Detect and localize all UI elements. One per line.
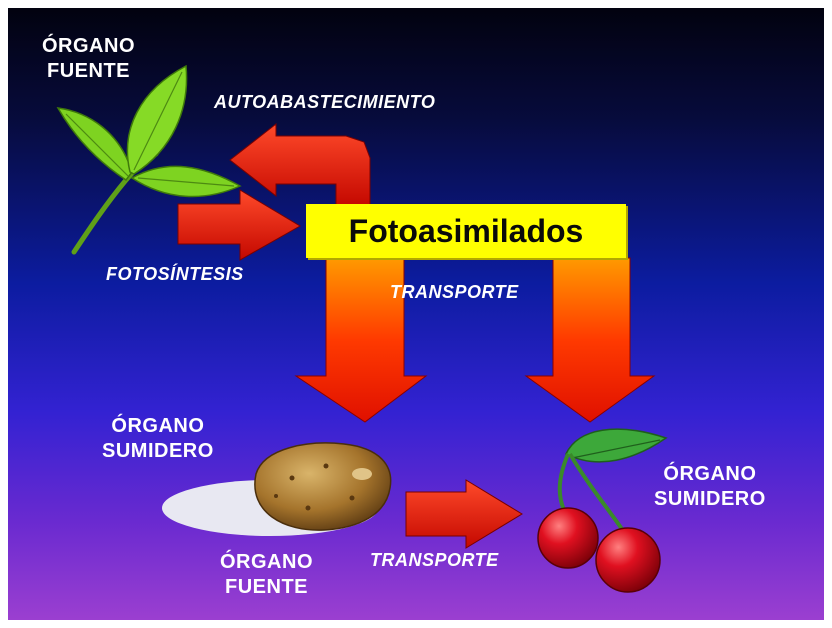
- sink-label-right-line2: SUMIDERO: [654, 488, 766, 510]
- source-label-top-line2: FUENTE: [47, 60, 130, 82]
- slide: ÓRGANO FUENTE AUTOABASTECIMIENTO Fotoasi…: [8, 8, 824, 620]
- photosynthesis-arrow: [177, 189, 301, 261]
- transport-label-top: TRANSPORTE: [390, 282, 519, 302]
- photoassimilates-box: Fotoasimilados: [306, 204, 626, 258]
- source-label-top-line1: ÓRGANO: [42, 35, 135, 57]
- cherries-icon: [537, 428, 668, 593]
- potato-icon: [162, 442, 392, 536]
- self-supply-label: AUTOABASTECIMIENTO: [214, 92, 436, 112]
- transport-arrow-left: [294, 257, 428, 423]
- sink-label-left-line2: SUMIDERO: [102, 440, 214, 462]
- leaf-icon: [56, 64, 242, 255]
- sink-label-right-line1: ÓRGANO: [663, 463, 757, 485]
- source-label-bottom-line2: FUENTE: [225, 576, 308, 598]
- sink-label-left-line1: ÓRGANO: [111, 415, 205, 437]
- source-label-bottom-line1: ÓRGANO: [220, 551, 313, 573]
- sink-label-right: ÓRGANO SUMIDERO: [654, 462, 766, 512]
- diagram-graphics: [56, 64, 668, 593]
- self-supply-arrow: [229, 122, 371, 207]
- transport-arrow-right: [524, 257, 656, 423]
- sink-label-left: ÓRGANO SUMIDERO: [102, 414, 214, 464]
- transport-arrow-bottom: [405, 479, 523, 549]
- source-label-top: ÓRGANO FUENTE: [42, 34, 135, 84]
- source-label-bottom: ÓRGANO FUENTE: [220, 550, 313, 600]
- transport-label-bottom: TRANSPORTE: [370, 550, 499, 570]
- photosynthesis-label: FOTOSÍNTESIS: [106, 264, 244, 284]
